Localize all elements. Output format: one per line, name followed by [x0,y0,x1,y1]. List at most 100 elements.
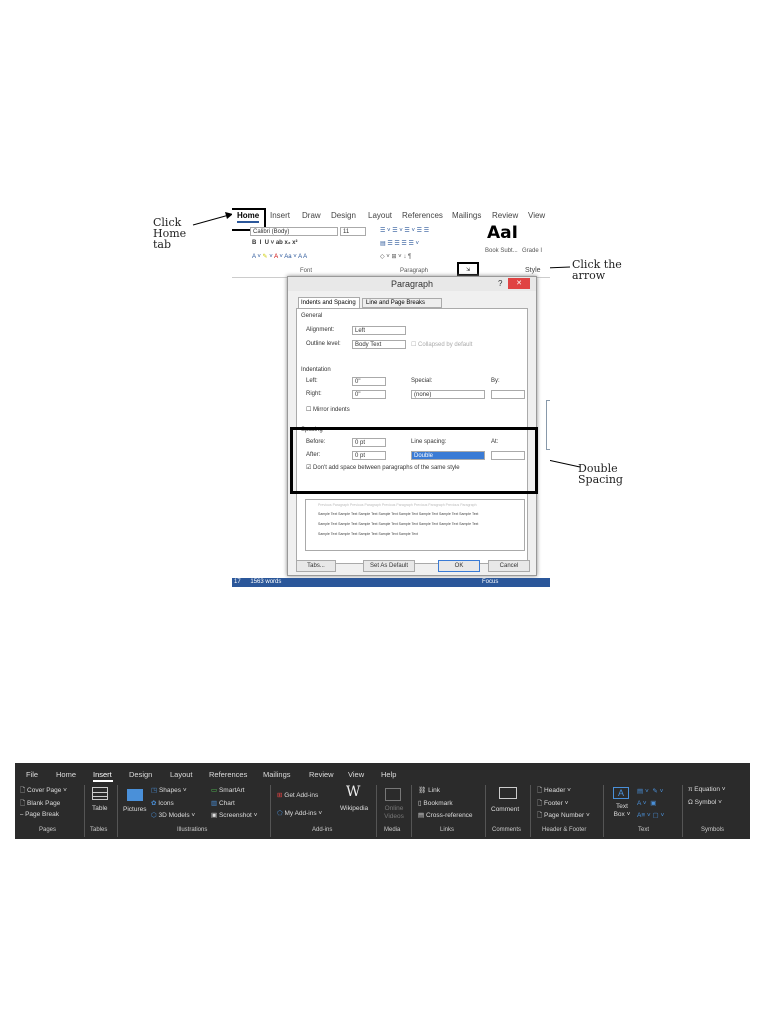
group-font: Font [300,268,313,274]
header-button[interactable]: 🗋 Header ˅ [537,787,571,794]
tab-mailings[interactable]: Mailings [263,770,291,779]
symbol-button[interactable]: Ω Symbol ˅ [688,799,722,806]
comment-button[interactable]: Comment [491,806,520,813]
by-spinner[interactable] [491,390,525,399]
dialog-title: Paragraph [288,277,536,291]
get-addins-button[interactable]: ⊞ Get Add-ins [277,792,319,799]
tab-layout[interactable]: Layout [170,770,193,779]
focus-button[interactable]: Focus [482,579,499,585]
tab-line-page-breaks[interactable]: Line and Page Breaks [362,298,442,308]
special-select[interactable]: (none) [411,390,485,399]
tab-review[interactable]: Review [309,770,334,779]
dialog-launcher-icon[interactable]: ⇲ [466,267,471,273]
group-header-footer: Header & Footer [542,827,587,833]
online-videos-button[interactable]: Online Videos [384,805,404,820]
my-addins-button[interactable]: ⬠ My Add-ins ˅ [277,810,323,817]
ok-button[interactable]: OK [438,560,480,572]
help-button[interactable]: ? [498,279,503,288]
tab-references[interactable]: References [209,770,248,779]
font-format-buttons[interactable]: B I U ˅ ab x₂ x² [252,240,298,246]
footer-button[interactable]: 🗋 Footer ˅ [537,800,569,807]
tab-file[interactable]: File [26,770,39,779]
tab-references[interactable]: References [402,211,443,220]
before-label: Before: [306,439,326,445]
tab-view[interactable]: View [348,770,365,779]
chart-button[interactable]: ▥ Chart [211,800,235,807]
by-label: By: [491,378,500,384]
tab-view[interactable]: View [528,211,546,220]
collapsed-label: Collapsed by default [418,342,473,348]
section-indentation: Indentation [301,367,331,373]
group-tables: Tables [90,827,108,833]
pictures-icon [127,789,143,801]
at-spinner[interactable] [491,451,525,460]
word-count[interactable]: 1563 words [250,579,282,585]
page-number-button[interactable]: 🗋 Page Number ˅ [537,812,590,819]
tab-design[interactable]: Design [129,770,153,779]
text-box-button[interactable]: Text Box ˅ [613,803,631,818]
at-label: At: [491,439,499,445]
annotation-double: Double Spacing [578,462,623,486]
group-symbols: Symbols [701,827,725,833]
page-break-button[interactable]: ⎯ Page Break [20,811,60,818]
tab-mailings[interactable]: Mailings [452,211,482,220]
line-spacing-select[interactable]: Double [411,451,485,460]
mirror-checkbox[interactable]: ☐ Mirror indents [306,407,350,413]
3d-models-button[interactable]: ⬡ 3D Models ˅ [151,812,196,819]
paragraph-launcher-highlight[interactable]: ⇲ [457,262,479,276]
blank-page-button[interactable]: 🗋 Blank Page [20,800,61,807]
link-button[interactable]: ⛓ Link [418,787,440,794]
group-addins: Add-ins [312,827,333,833]
shading-buttons[interactable]: ◇ ˅ ⊞ ˅ ↓ ¶ [380,254,412,260]
align-buttons[interactable]: ▤ ☰ ☰ ☰ ☰ ˅ [380,241,420,247]
group-links: Links [440,827,455,833]
font-size-field[interactable]: 11 [340,227,366,236]
right-indent-spinner[interactable]: 0" [352,390,386,399]
cover-page-button[interactable]: 🗋 Cover Page ˅ [20,787,67,794]
font-color-buttons[interactable]: A ˅ ✎ ˅ A ˅ Aa ˅ A A [252,254,308,260]
equation-button[interactable]: π Equation ˅ [688,786,726,793]
tab-draw[interactable]: Draw [302,211,321,220]
outline-select[interactable]: Body Text [352,340,406,349]
shapes-button[interactable]: ◳ Shapes ˅ [151,787,187,794]
font-name-field[interactable]: Calibri (Body) [250,227,338,236]
pictures-button[interactable]: Pictures [123,806,147,813]
bookmark-button[interactable]: ▯ Bookmark [418,800,453,807]
wikipedia-button[interactable]: Wikipedia [340,805,369,812]
cross-reference-button[interactable]: ▤ Cross-reference [418,812,473,819]
group-text: Text [638,827,650,833]
tab-design[interactable]: Design [331,211,356,220]
alignment-select[interactable]: Left [352,326,406,335]
text-tools[interactable]: ▤ ˅ ✎ ˅A ˅ ▣A≡ ˅ ▢ ˅ [637,788,665,819]
left-indent-spinner[interactable]: 0" [352,377,386,386]
smartart-button[interactable]: ▭ SmartArt [211,787,245,794]
dont-add-checkbox[interactable]: ☑ Don't add space between paragraphs of … [306,465,460,471]
group-comments: Comments [492,827,522,833]
table-button[interactable]: Table [92,805,108,812]
section-general: General [301,313,323,319]
tab-review[interactable]: Review [492,211,519,220]
tab-home[interactable]: Home [237,211,260,220]
collapsed-checkbox[interactable]: ☐ Collapsed by default [411,342,473,348]
tab-layout[interactable]: Layout [368,211,393,220]
tab-insert[interactable]: Insert [93,770,112,779]
dont-add-label: Don't add space between paragraphs of th… [313,465,460,471]
after-spinner[interactable]: 0 pt [352,451,386,460]
icons-button[interactable]: ✿ Icons [151,800,174,807]
style-preview[interactable]: AaI [487,223,518,243]
tab-insert[interactable]: Insert [270,211,291,220]
cancel-button[interactable]: Cancel [488,560,530,572]
insert-ribbon: File Home Insert Design Layout Reference… [15,763,750,839]
tab-help[interactable]: Help [381,770,397,779]
screenshot-button[interactable]: ▣ Screenshot ˅ [211,812,258,819]
list-buttons[interactable]: ☰ ˅ ☰ ˅ ☰ ˅ ☰ ☰ [380,228,430,234]
before-spinner[interactable]: 0 pt [352,438,386,447]
set-default-button[interactable]: Set As Default [363,560,415,572]
tab-home[interactable]: Home [56,770,77,779]
table-icon[interactable] [92,787,108,800]
close-button[interactable]: ✕ [508,278,530,289]
preview-sample: Sample Text Sample Text Sample Text Samp… [318,522,479,526]
tabs-button[interactable]: Tabs... [296,560,336,572]
word-screenshot: Home Insert Draw Design Layout Reference… [232,205,550,587]
tab-indents-spacing[interactable]: Indents and Spacing [298,297,360,308]
